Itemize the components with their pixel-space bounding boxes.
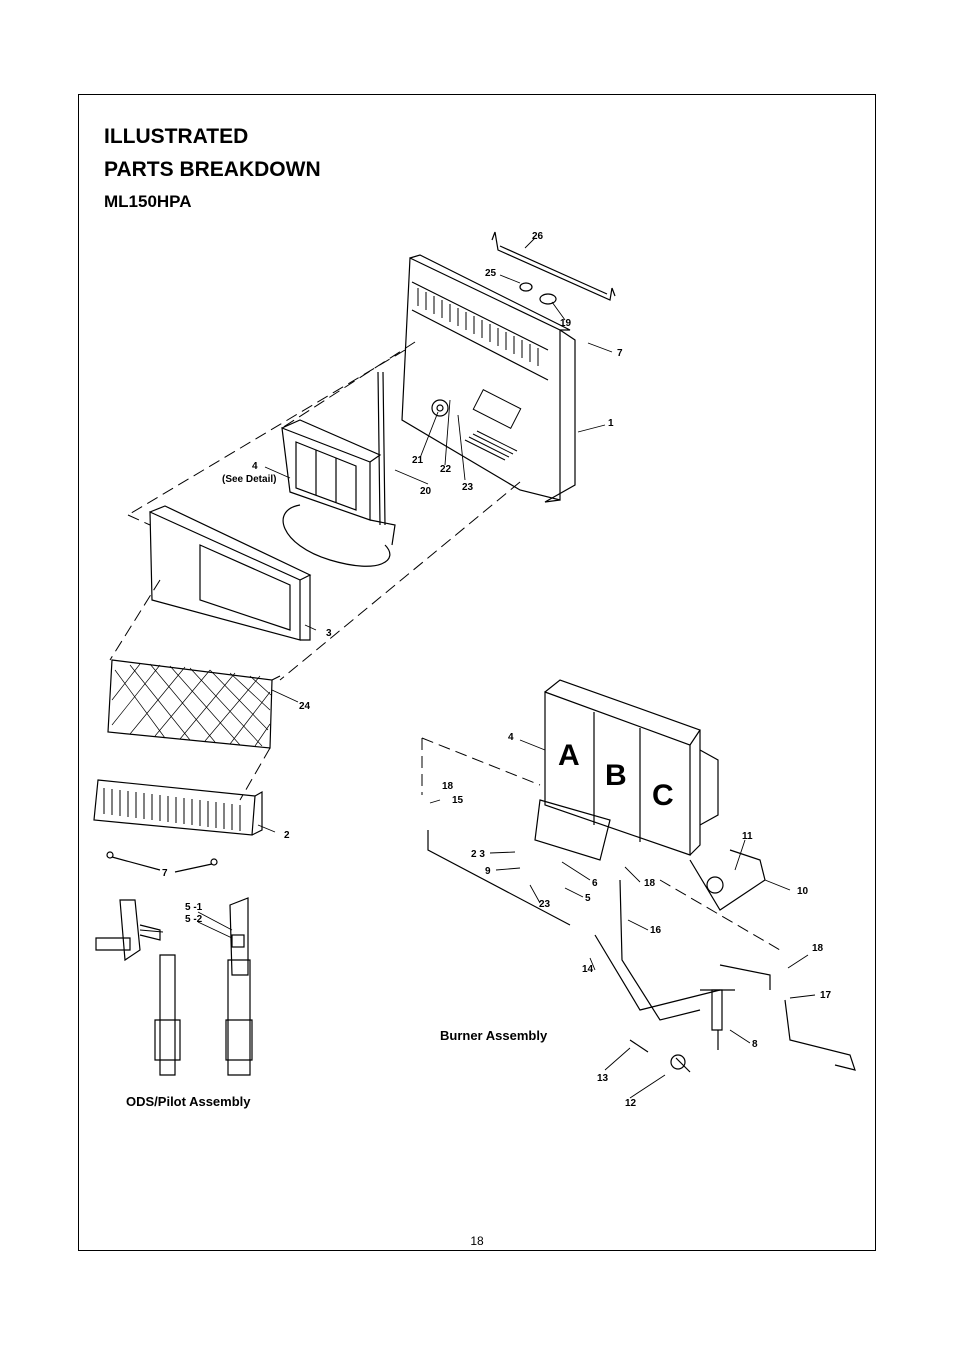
label-part-17: 17 xyxy=(820,990,832,1001)
caption-burner-assembly: Burner Assembly xyxy=(440,1028,548,1043)
label-part-2: 2 xyxy=(284,830,290,841)
label-part-15: 15 xyxy=(452,795,464,806)
cabinet-part-1 xyxy=(401,254,576,503)
screen-part-24 xyxy=(107,659,281,749)
page-number: 18 xyxy=(470,1234,484,1248)
label-part-5-2: 5 -2 xyxy=(185,914,203,925)
label-part-8: 8 xyxy=(752,1039,758,1050)
label-part-13: 13 xyxy=(597,1073,609,1084)
burner-label-a: A xyxy=(558,739,580,772)
burner-label-c: C xyxy=(652,779,674,812)
label-part-23-burner: 2 3 xyxy=(471,849,485,860)
label-part-25: 25 xyxy=(485,268,497,279)
burner-part-4-lower xyxy=(534,679,719,861)
label-part-20: 20 xyxy=(420,486,432,497)
ods-pilot-assembly xyxy=(95,897,253,1076)
caption-ods-pilot-assembly: ODS/Pilot Assembly xyxy=(126,1094,251,1109)
bracket-part-26 xyxy=(491,231,616,301)
label-part-23: 23 xyxy=(462,482,474,493)
label-part-16: 16 xyxy=(650,925,662,936)
title-line-2: PARTS BREAKDOWN xyxy=(104,158,321,181)
label-part-22: 22 xyxy=(440,464,452,475)
label-part-4-lower: 4 xyxy=(508,732,514,743)
label-part-6: 6 xyxy=(592,878,598,889)
label-part-24: 24 xyxy=(299,701,311,712)
title-line-1: ILLUSTRATED xyxy=(104,125,249,148)
burner-label-b: B xyxy=(605,759,627,792)
label-part-19: 19 xyxy=(560,318,572,329)
grille-part-2 xyxy=(93,779,263,873)
frame-part-3 xyxy=(149,505,312,641)
label-part-14: 14 xyxy=(582,964,594,975)
page-frame xyxy=(78,94,876,1251)
label-part-5: 5 xyxy=(585,893,591,904)
label-part-26: 26 xyxy=(532,231,544,242)
label-part-3: 3 xyxy=(326,628,332,639)
model-number: ML150HPA xyxy=(104,192,192,211)
label-part-9: 9 xyxy=(485,866,491,877)
label-part-18-right: 18 xyxy=(812,943,824,954)
label-part-21: 21 xyxy=(412,455,424,466)
label-see-detail: (See Detail) xyxy=(222,474,276,485)
label-part-23-lower: 23 xyxy=(539,899,551,910)
burner-part-4-upper xyxy=(281,419,396,567)
label-part-7: 7 xyxy=(617,348,623,359)
label-part-7-grille: 7 xyxy=(162,868,168,879)
label-part-4-upper: 4 xyxy=(252,461,258,472)
label-part-5-1: 5 -1 xyxy=(185,902,203,913)
label-part-12: 12 xyxy=(625,1098,637,1109)
label-part-10: 10 xyxy=(797,886,809,897)
label-part-11: 11 xyxy=(742,831,753,842)
label-part-1: 1 xyxy=(608,418,614,429)
label-part-18-left: 18 xyxy=(442,781,454,792)
label-part-18-mid: 18 xyxy=(644,878,656,889)
